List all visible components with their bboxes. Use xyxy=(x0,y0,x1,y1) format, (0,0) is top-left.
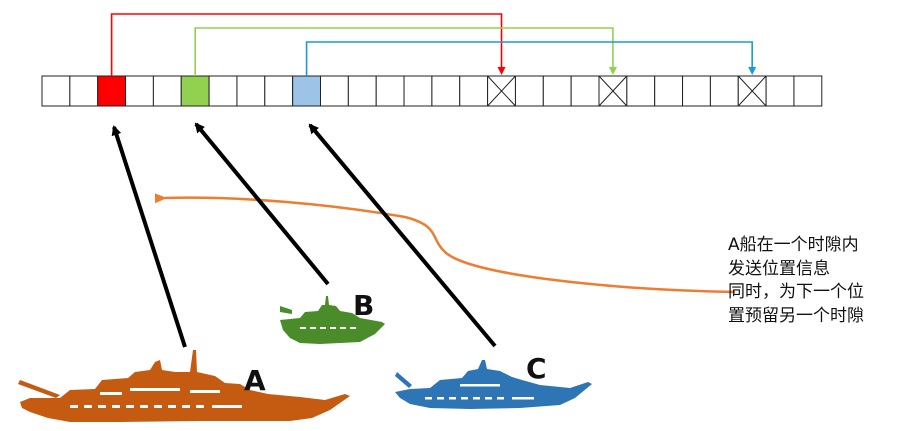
time-slot-occupied xyxy=(180,75,210,107)
reservation-arrowhead xyxy=(497,67,506,75)
time-slot xyxy=(709,75,739,107)
reservation-arrowhead xyxy=(748,67,757,75)
reserved-slot-cross xyxy=(598,75,628,107)
time-slot xyxy=(152,75,182,107)
time-slot xyxy=(375,75,405,107)
ship-b-label: B xyxy=(353,289,374,322)
time-slot xyxy=(41,75,71,107)
annotation-line: 置预留另一个时隙 xyxy=(728,305,864,326)
time-slot xyxy=(542,75,572,107)
annotation-line: 发送位置信息 xyxy=(728,258,830,279)
time-slot xyxy=(347,75,377,107)
reservation-connector xyxy=(305,41,753,76)
ship-a-icon xyxy=(18,350,350,422)
annotation-line: 同时，为下一个位 xyxy=(728,282,864,302)
annotation-line: A船在一个时隙内 xyxy=(728,235,859,255)
time-slot xyxy=(264,75,294,107)
ship-c-transmission-arrow xyxy=(308,123,497,348)
reservation-connector xyxy=(194,27,614,76)
time-slot-occupied xyxy=(292,75,321,107)
time-slot xyxy=(459,75,489,107)
time-slot xyxy=(431,75,461,107)
time-slot xyxy=(682,75,711,107)
time-slot xyxy=(626,75,656,107)
reservation-connectors xyxy=(110,13,757,76)
time-slot-occupied xyxy=(97,75,127,107)
time-slot xyxy=(208,75,238,107)
time-slot xyxy=(654,75,684,107)
ship-b-icon xyxy=(280,296,385,344)
annotation-text: A船在一个时隙内 发送位置信息 同时，为下一个位 置预留另一个时隙 xyxy=(728,234,898,328)
ship-a-label: A xyxy=(244,364,266,397)
time-slot xyxy=(320,75,349,107)
reserved-slot-cross xyxy=(487,75,516,107)
time-slot xyxy=(69,75,99,107)
time-slot xyxy=(125,75,154,107)
time-slot xyxy=(765,75,795,107)
time-slot xyxy=(570,75,600,107)
ship-c-label: C xyxy=(526,352,547,385)
time-slot xyxy=(403,75,433,107)
time-slot-strip xyxy=(41,75,823,107)
time-slot xyxy=(236,75,266,107)
ship-b-transmission-arrow xyxy=(194,122,330,286)
annotation-arrow xyxy=(154,193,736,294)
reserved-slot-cross xyxy=(737,75,767,107)
reservation-arrowhead xyxy=(608,67,617,75)
time-slot xyxy=(793,75,823,107)
ship-a-transmission-arrow xyxy=(111,125,187,348)
time-slot xyxy=(514,75,544,107)
ship-c-icon xyxy=(395,360,592,409)
